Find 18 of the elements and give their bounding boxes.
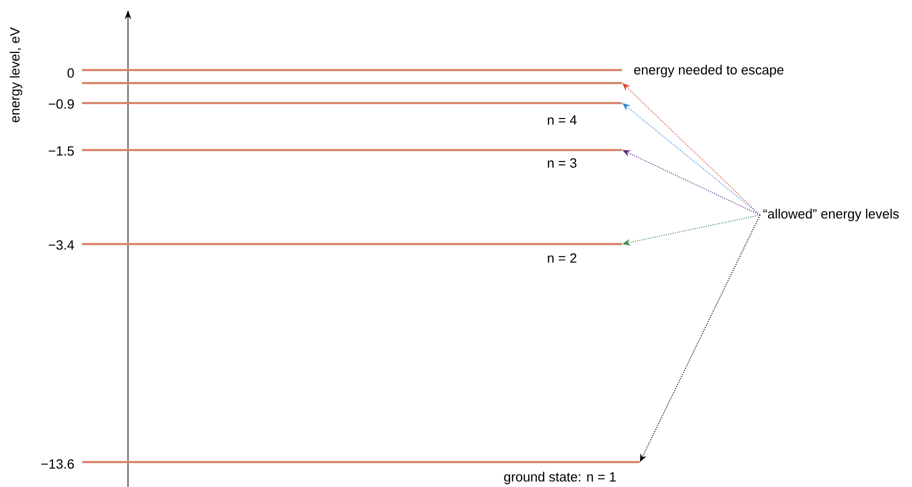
energy-level-line [82, 102, 622, 104]
level-label: n = 2 [548, 253, 576, 263]
energy-level-line [82, 82, 622, 84]
level-label: n = 3 [548, 158, 576, 168]
axis-label: energy level, eV [10, 27, 22, 122]
level-label: n = 4 [548, 115, 577, 125]
energy-level-line [82, 460, 640, 464]
callout-text: “allowed” energy levels [763, 208, 899, 222]
tick-label: −3.4 [48, 240, 74, 250]
tick-label: 0 [68, 68, 74, 78]
energy-level-line [82, 148, 622, 152]
energy-level-line [82, 242, 622, 246]
level-label: energy needed to escape [634, 64, 784, 78]
tick-label: −1.5 [48, 146, 74, 156]
energy-level-line [82, 68, 622, 72]
tick-label: −0.9 [48, 99, 74, 109]
level-label: ground state: n = 1 [504, 472, 616, 484]
tick-label: −13.6 [41, 459, 74, 469]
